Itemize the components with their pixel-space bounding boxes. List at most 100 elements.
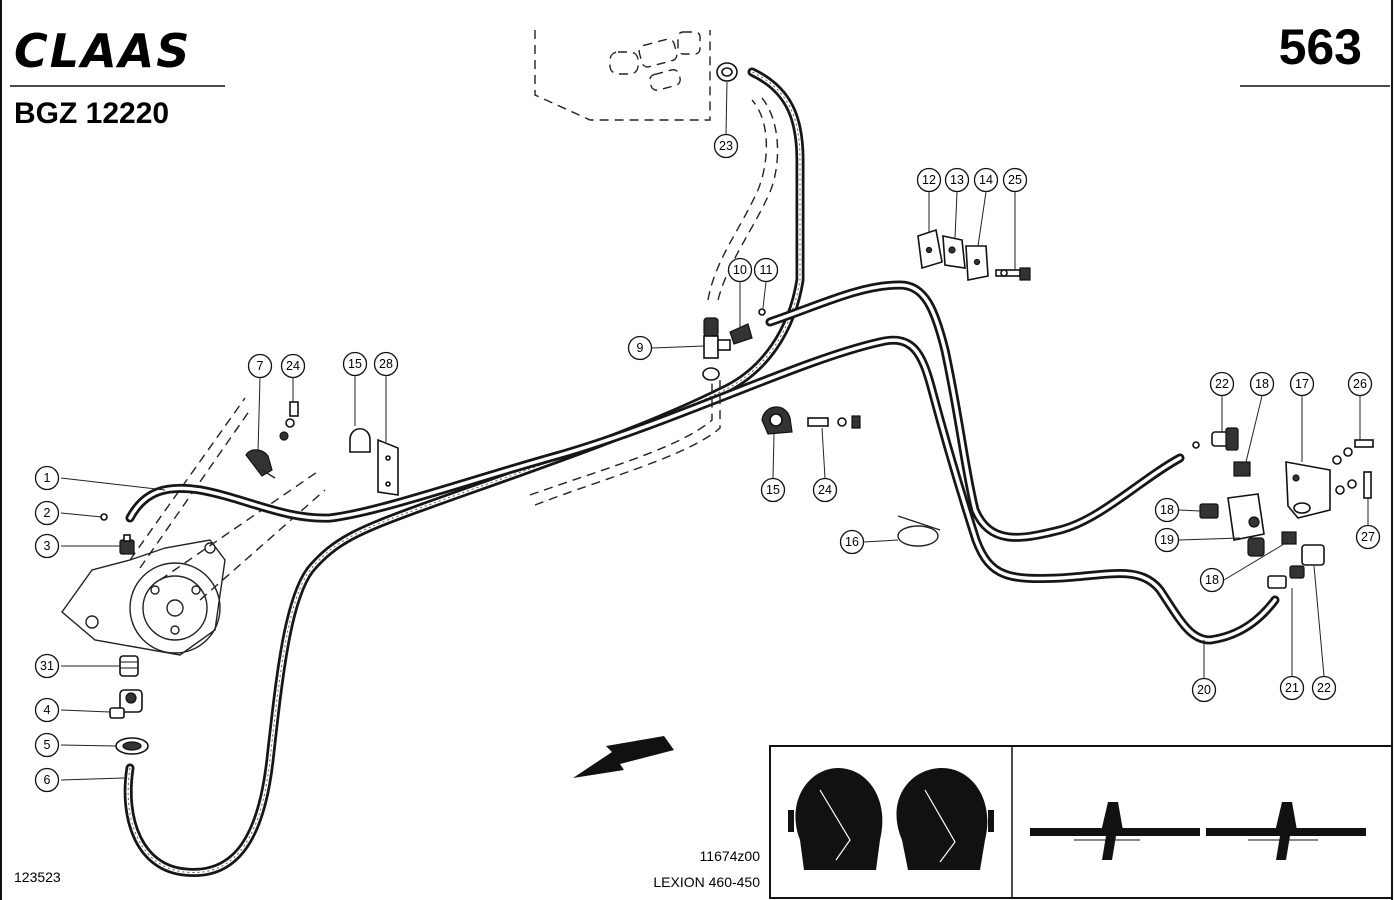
callout-circle-9[interactable] [627,335,653,361]
callout-label-11: 11 [760,263,773,277]
bolt-part-24-right [807,415,861,429]
callout-circle-11[interactable] [753,257,779,283]
direction-arrow [573,736,674,778]
callout-circle-24-left[interactable] [280,353,306,379]
model-name: LEXION 460-450 [653,874,760,890]
callout-label-27: 27 [1361,530,1375,544]
callout-label-28: 28 [379,357,393,371]
callout-circle-17[interactable] [1289,371,1315,397]
callout-label-23: 23 [719,139,733,153]
callout-label-18-mid: 18 [1160,503,1174,517]
seal-part-23 [716,62,738,82]
callouts: 1 2 3 31 4 5 6 7 24 15 [34,81,1381,793]
callout-circle-22-top[interactable] [1209,371,1235,397]
bolt-part-26 [1332,439,1374,465]
callout-circle-5[interactable] [34,732,60,758]
callout-circle-18-lower[interactable] [1199,567,1225,593]
callout-label-13: 13 [950,173,964,187]
callout-label-20: 20 [1197,683,1211,697]
callout-circle-3[interactable] [34,533,60,559]
clip-detail-right [1206,802,1366,860]
callout-label-21: 21 [1285,681,1299,695]
callout-label-24-right: 24 [818,483,832,497]
fitting-part-5 [115,737,149,755]
hose-1-pressure [125,335,1280,645]
callout-circle-27[interactable] [1355,524,1381,550]
callout-circle-4[interactable] [34,697,60,723]
callout-circle-22-lower[interactable] [1311,675,1337,701]
callout-label-19: 19 [1160,533,1174,547]
callout-circle-7[interactable] [247,353,273,379]
callout-label-14: 14 [979,173,993,187]
callout-circle-20[interactable] [1191,677,1217,703]
clip-detail-left [1030,802,1200,860]
fitting-part-22-top [1192,427,1239,451]
callout-circle-2[interactable] [34,500,60,526]
callout-label-4: 4 [44,703,51,717]
clamp-part-15-left [349,427,371,453]
hose-section-left [788,768,883,870]
callout-label-18-top: 18 [1255,377,1269,391]
callout-circle-10[interactable] [727,257,753,283]
hose-hidden-lower [529,380,713,496]
fitting-part-7 [245,449,276,479]
callout-circle-6[interactable] [34,767,60,793]
callout-label-18-lower: 18 [1205,573,1219,587]
callout-circle-24-right[interactable] [812,477,838,503]
callout-circle-26[interactable] [1347,371,1373,397]
callout-circle-23[interactable] [713,133,739,159]
fitting-part-3 [119,534,135,555]
fitting-part-21 [1267,565,1305,589]
compressor-assembly [61,397,326,656]
callout-circle-12[interactable] [916,167,942,193]
callout-label-1: 1 [44,471,51,485]
callout-circle-19[interactable] [1154,527,1180,553]
fitting-part-10 [729,323,753,345]
sheet-number: 563 [1279,19,1362,75]
callout-label-7: 7 [257,359,264,373]
bolt-part-27 [1335,471,1372,499]
callout-label-31: 31 [40,659,54,673]
callout-label-3: 3 [44,539,51,553]
fitting-part-31 [119,655,139,677]
fitting-part-18-mid [1199,503,1219,519]
callout-label-6: 6 [44,773,51,787]
hose-3-liquid [765,280,1185,542]
callout-label-5: 5 [44,738,51,752]
callout-circle-13[interactable] [944,167,970,193]
fitting-part-18-lower [1281,531,1297,545]
hose-hidden-route [707,99,767,301]
callout-circle-15-right[interactable] [760,477,786,503]
callout-circle-25[interactable] [1002,167,1028,193]
callout-circle-18-mid[interactable] [1154,497,1180,523]
callout-circle-28[interactable] [373,351,399,377]
callout-label-22-lower: 22 [1317,681,1331,695]
callout-label-25: 25 [1008,173,1022,187]
callout-circle-16[interactable] [839,529,865,555]
doc-number: 123523 [14,869,61,885]
callout-circle-14[interactable] [973,167,999,193]
bracket-part-17 [1285,461,1331,519]
fitting-part-22-lower [1301,544,1325,566]
callout-label-24-left: 24 [286,359,300,373]
callout-label-17: 17 [1295,377,1309,391]
callout-circle-15-left[interactable] [342,351,368,377]
group-code: BGZ 12220 [14,97,169,130]
callout-label-26: 26 [1353,377,1367,391]
callout-label-9: 9 [637,341,644,355]
callout-circle-31[interactable] [34,653,60,679]
hose-6-suction [123,67,805,877]
callout-circle-1[interactable] [34,465,60,491]
nut-part-18-top [1233,461,1251,477]
clamp-part-15-right [761,406,793,435]
callout-label-10: 10 [733,263,747,277]
expansion-valve-part-19 [1227,493,1265,557]
oring-part-11 [758,308,766,316]
callout-circle-21[interactable] [1279,675,1305,701]
drawing-number: 11674z00 [700,848,761,864]
bracket-part-28 [377,438,399,496]
callout-circle-18-top[interactable] [1249,371,1275,397]
callout-label-22-top: 22 [1215,377,1229,391]
callout-label-16: 16 [845,535,859,549]
callout-label-15-left: 15 [348,357,362,371]
